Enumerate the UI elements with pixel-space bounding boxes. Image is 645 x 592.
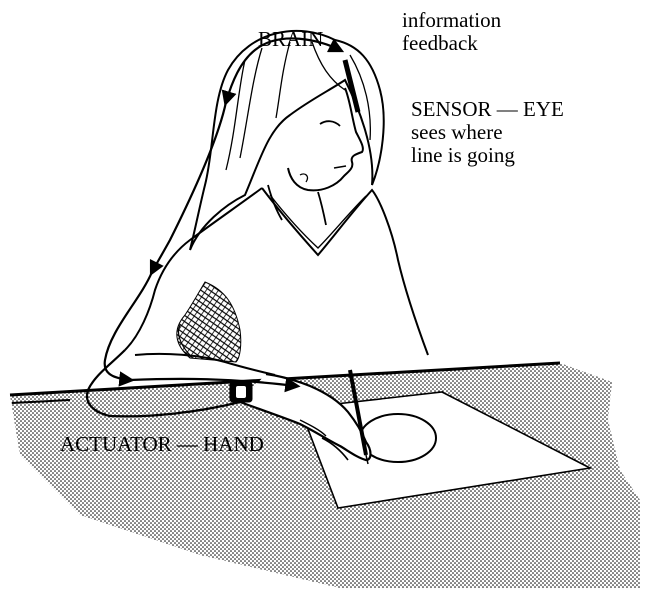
sweater (125, 188, 428, 355)
brain-label: BRAIN (258, 28, 323, 51)
information-feedback-line-1: information (402, 9, 501, 32)
sensor-eye-label: SENSOR — EYE sees where line is going (411, 98, 564, 167)
sensor-eye-line-1: SENSOR — EYE (411, 98, 564, 121)
information-feedback-line-2: feedback (402, 32, 501, 55)
sweater-shading (177, 282, 241, 362)
sensor-eye-line-3: line is going (411, 144, 564, 167)
actuator-hand-label: ACTUATOR — HAND (60, 433, 264, 456)
sensor-eye-line-2: sees where (411, 121, 564, 144)
information-feedback-label: information feedback (402, 9, 501, 55)
